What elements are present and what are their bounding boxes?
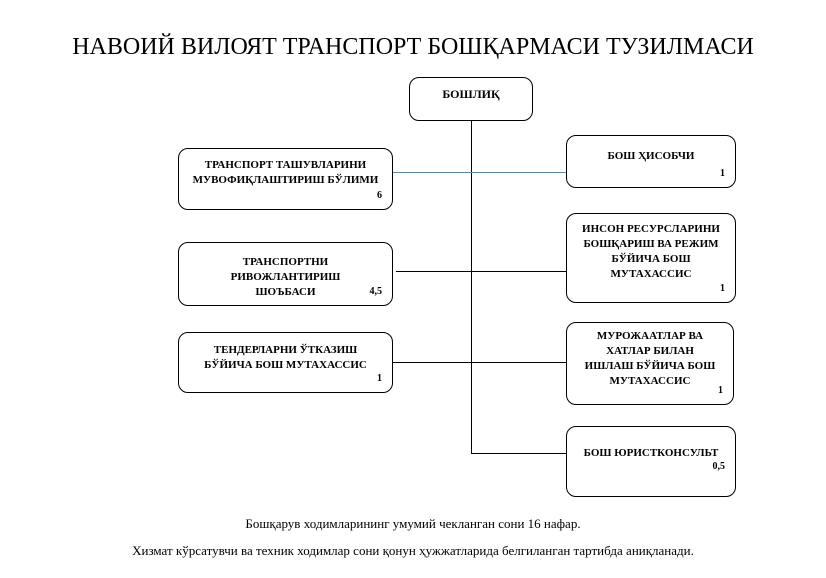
dept-box: ТЕНДЕРЛАРНИ ЎТКАЗИШ БЎЙИЧА БОШ МУТАХАССИ… (178, 332, 393, 393)
dept-label: ТЕНДЕРЛАРНИ ЎТКАЗИШ БЎЙИЧА БОШ МУТАХАССИ… (204, 344, 367, 371)
dept-label: МУРОЖААТЛАР ВА ХАТЛАР БИЛАН ИШЛАШ БЎЙИЧА… (584, 330, 716, 387)
connector (471, 453, 566, 454)
connector-blue (392, 172, 566, 173)
dept-box: ТРАНСПОРТ ТАШУВЛАРИНИ МУВОФИҚЛАШТИРИШ БЎ… (178, 148, 393, 210)
dept-box: МУРОЖААТЛАР ВА ХАТЛАР БИЛАН ИШЛАШ БЎЙИЧА… (566, 322, 734, 405)
connector (392, 362, 566, 363)
dept-count: 4,5 (369, 286, 383, 297)
dept-label: ИНСОН РЕСУРСЛАРИНИ БОШҚАРИШ ВА РЕЖИМ БЎЙ… (582, 223, 720, 280)
dept-count: 1 (377, 373, 382, 384)
footer-staff-limit: Бошқарув ходимларининг умумий чекланган … (245, 516, 581, 531)
footer-service-staff-note: Хизмат кўрсатувчи ва техник ходимлар сон… (132, 543, 694, 558)
dept-count: 1 (718, 385, 723, 396)
dept-box: ИНСОН РЕСУРСЛАРИНИ БОШҚАРИШ ВА РЕЖИМ БЎЙ… (566, 213, 736, 303)
dept-box: БОШ ЮРИСТКОНСУЛЬТ 0,5 (566, 426, 736, 497)
dept-label: ТРАНСПОРТ ТАШУВЛАРИНИ МУВОФИҚЛАШТИРИШ БЎ… (192, 159, 379, 186)
dept-label: ТРАНСПОРТНИ РИВОЖЛАНТИРИШ ШОЪБАСИ (230, 256, 341, 298)
dept-count: 6 (377, 190, 382, 201)
head-label: БОШЛИҚ (442, 87, 500, 101)
dept-box: БОШ ҲИСОБЧИ 1 (566, 135, 736, 188)
connector-vertical (471, 120, 472, 454)
dept-count: 1 (720, 168, 725, 179)
dept-count: 0,5 (712, 461, 726, 472)
dept-label: БОШ ЮРИСТКОНСУЛЬТ (583, 447, 719, 459)
dept-box: ТРАНСПОРТНИ РИВОЖЛАНТИРИШ ШОЪБАСИ 4,5 (178, 242, 393, 306)
page-title: НАВОИЙ ВИЛОЯТ ТРАНСПОРТ БОШҚАРМАСИ ТУЗИЛ… (72, 34, 754, 60)
dept-label: БОШ ҲИСОБЧИ (607, 150, 695, 162)
head-box: БОШЛИҚ (409, 77, 533, 121)
dept-count: 1 (720, 283, 725, 294)
connector (396, 271, 566, 272)
